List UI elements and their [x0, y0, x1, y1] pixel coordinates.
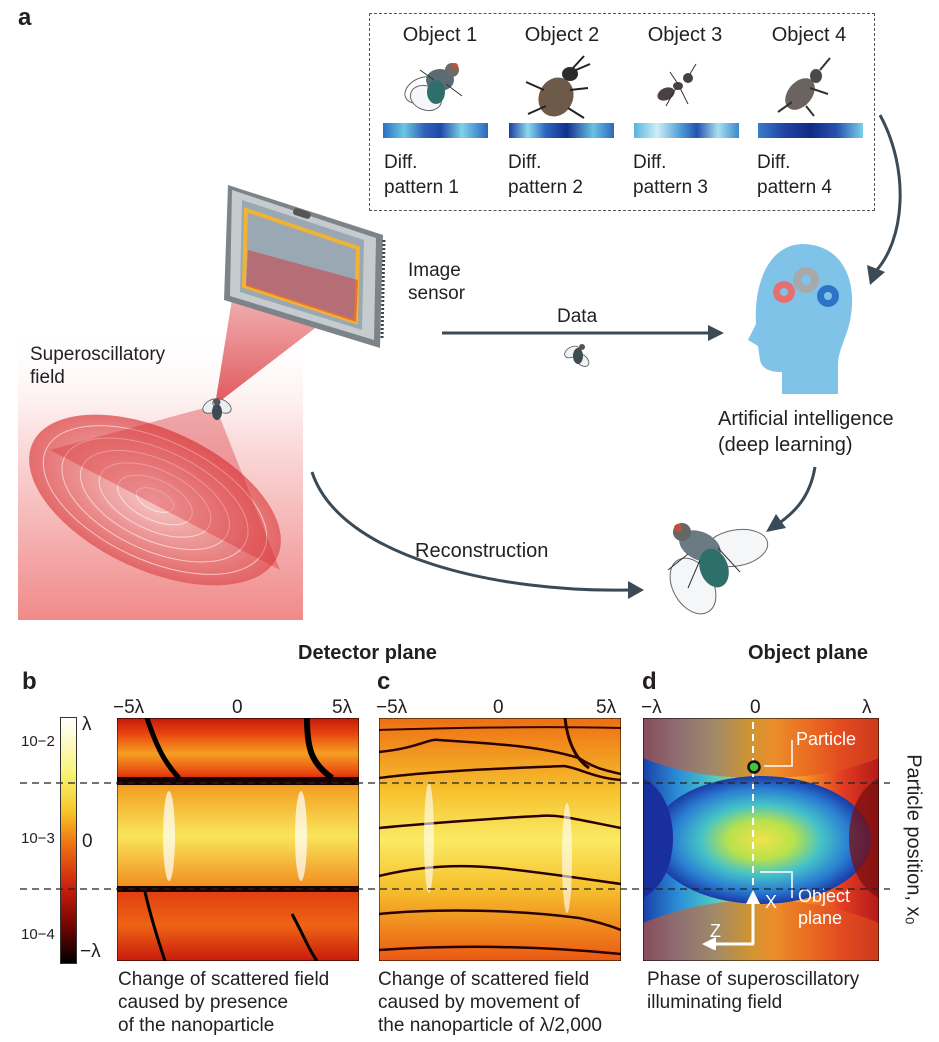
- diff-pattern-2-label: Diff.pattern 2: [508, 152, 583, 198]
- colorbar-tick-top: λ: [82, 714, 92, 735]
- b-x-tick-mid: 0: [232, 697, 243, 718]
- detector-plane-title: Detector plane: [298, 642, 437, 664]
- box-to-ai-arrow: [867, 114, 902, 285]
- object-3-label: Object 3: [647, 24, 723, 46]
- diff-pattern-4-label: Diff.pattern 4: [757, 152, 832, 198]
- c-x-tick-left: −5λ: [376, 697, 408, 718]
- panel-c-letter: c: [377, 668, 391, 695]
- particle-callout-line: [764, 740, 793, 767]
- colorbar-tick-mid: 0: [82, 831, 93, 852]
- particle-label: Particle: [796, 729, 857, 749]
- y-tick-1e-2: 10−2: [21, 733, 55, 750]
- heatmap-c: [379, 718, 621, 961]
- d-x-tick-mid: 0: [750, 697, 761, 718]
- diff-pattern-3-label: Diff.pattern 3: [633, 152, 708, 198]
- beetle-icon: [525, 55, 591, 119]
- diff-pattern-4-strip: [758, 123, 863, 138]
- panel-b-letter: b: [22, 668, 37, 695]
- gear-icon-red: [773, 281, 795, 303]
- d-x-tick-right: λ: [862, 697, 872, 718]
- phase-map-d: [643, 718, 879, 961]
- object-1-label: Object 1: [402, 24, 478, 46]
- c-x-tick-mid: 0: [493, 697, 504, 718]
- d-x-tick-left: −λ: [641, 697, 662, 718]
- panel-d-letter: d: [642, 668, 657, 695]
- reconstructed-fly-icon: [667, 523, 769, 615]
- diff-pattern-3-strip: [634, 123, 739, 138]
- diff-pattern-1-label: Diff.pattern 1: [384, 152, 459, 198]
- weevil-icon: [777, 57, 831, 117]
- b-x-tick-left: −5λ: [113, 697, 145, 718]
- gear-icon-blue: [817, 285, 839, 307]
- ai-label: Artificial intelligence(deep learning): [718, 408, 894, 456]
- ai-head-icon: [748, 244, 853, 394]
- panel-a-letter: a: [18, 4, 32, 31]
- colorbar-tick-bottom: −λ: [80, 941, 101, 962]
- heatmap-b: [117, 718, 359, 961]
- ant-icon: [657, 63, 697, 107]
- object-4-label: Object 4: [771, 24, 847, 46]
- focus-fly-icon: [202, 398, 232, 420]
- xz-axes-icon: [702, 890, 760, 950]
- data-arrow: [442, 325, 724, 341]
- object-plane-title: Object plane: [748, 642, 869, 664]
- reconstruction-label: Reconstruction: [415, 540, 549, 562]
- gear-icon-grey: [793, 267, 819, 293]
- objects-box: [369, 13, 875, 211]
- data-fly-icon: [564, 344, 590, 367]
- y-tick-1e-3: 10−3: [21, 830, 55, 847]
- ai-to-fly-arrow: [766, 466, 817, 532]
- axis-x-label: X: [765, 892, 778, 912]
- object-2-label: Object 2: [524, 24, 600, 46]
- axis-z-label: Z: [710, 921, 721, 941]
- particle-marker-icon: [747, 760, 761, 774]
- colorbar: [60, 717, 77, 964]
- diff-pattern-1-strip: [383, 123, 488, 138]
- fly-icon: [404, 63, 463, 112]
- y-tick-1e-4: 10−4: [21, 926, 55, 943]
- c-x-tick-right: 5λ: [596, 697, 617, 718]
- guide-lines: [20, 782, 890, 890]
- diff-pattern-2-strip: [509, 123, 614, 138]
- data-label: Data: [557, 306, 598, 327]
- b-x-tick-right: 5λ: [332, 697, 353, 718]
- reconstruction-arrow: [310, 471, 644, 599]
- image-sensor-icon: [224, 185, 386, 348]
